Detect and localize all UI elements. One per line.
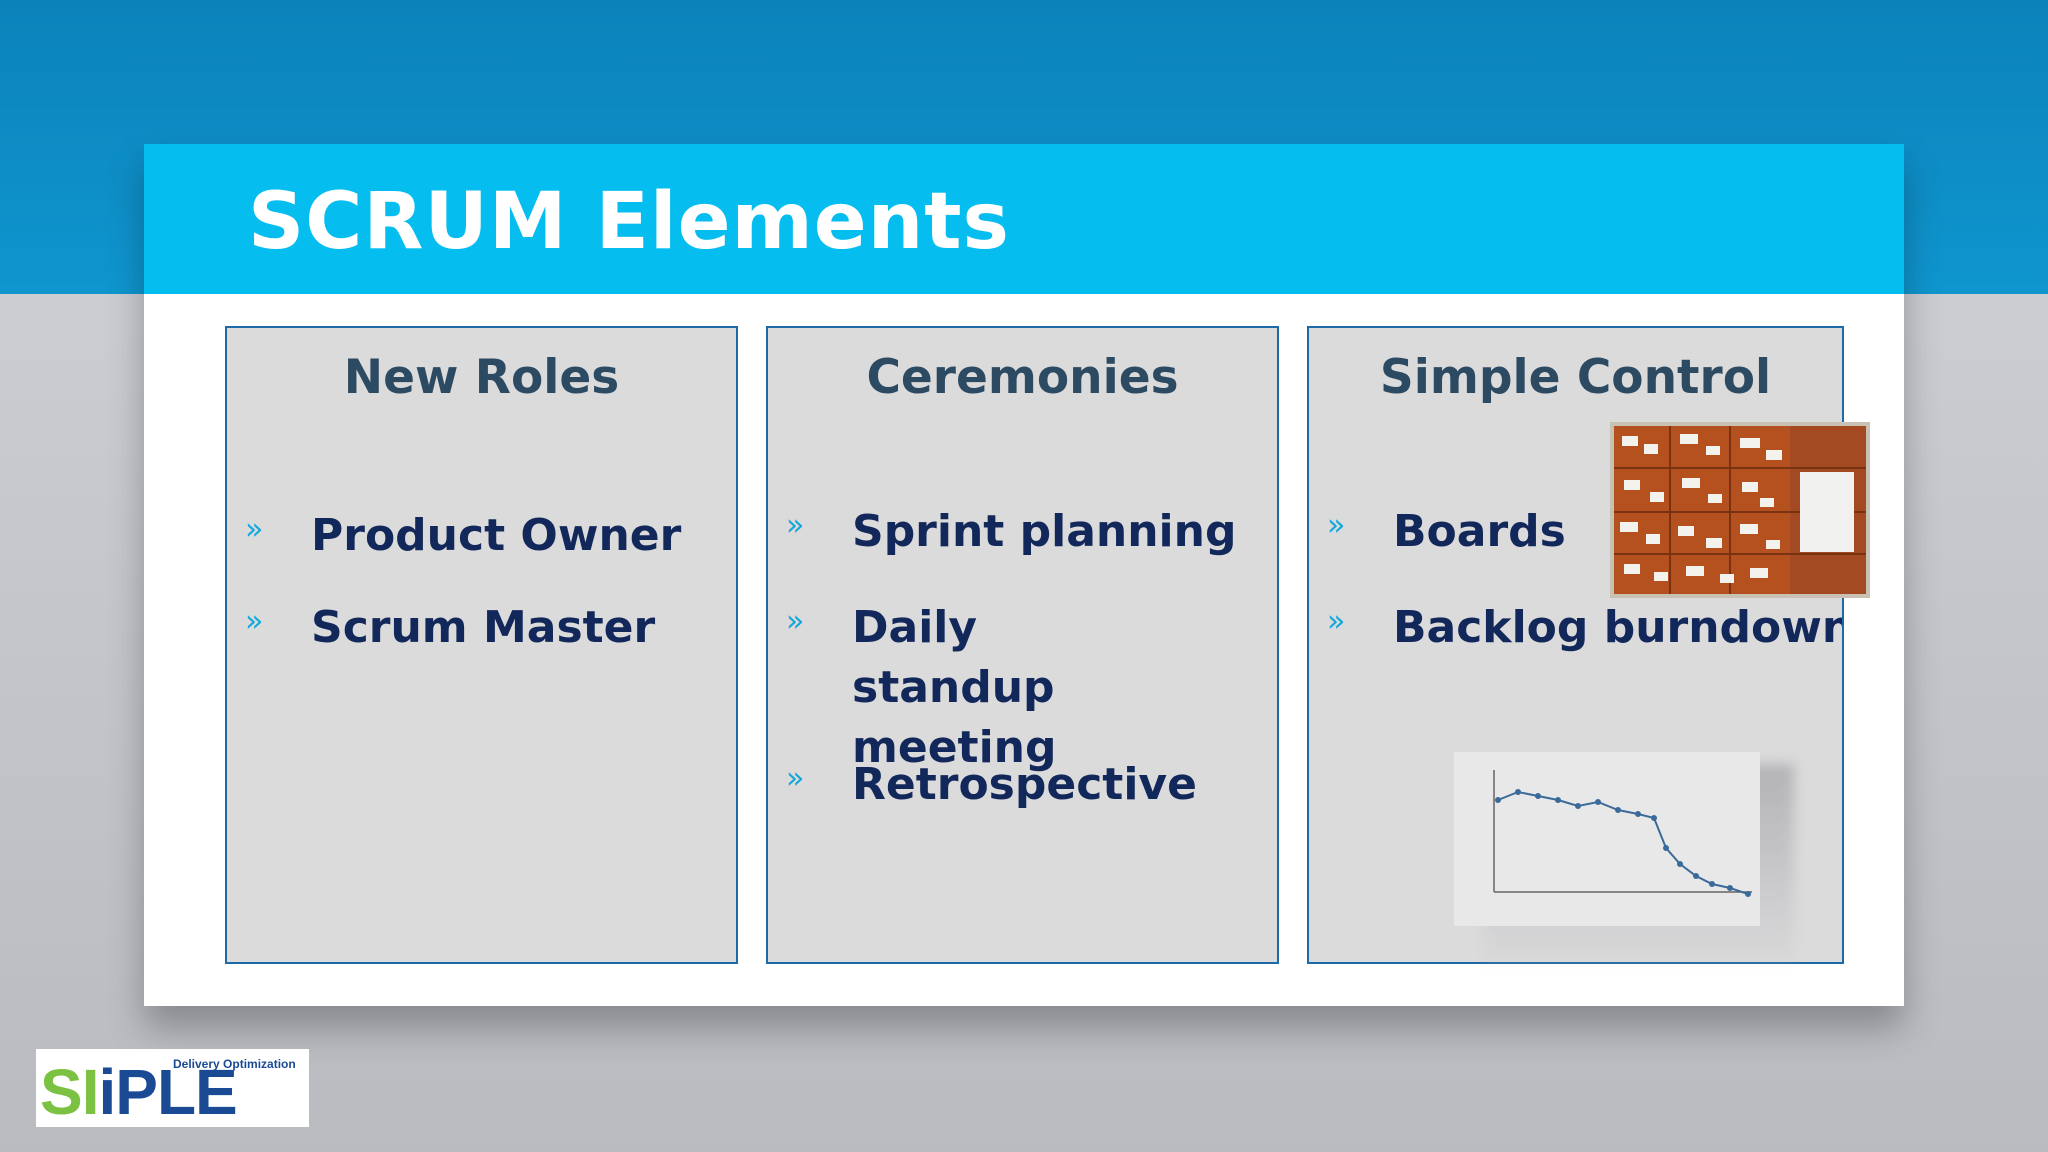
bullet-text: Sprint planning	[852, 506, 1237, 557]
bullet-text: Boards	[1393, 506, 1566, 557]
bullet-text: Retrospective	[852, 759, 1197, 810]
scrum-board-photo	[1610, 422, 1870, 598]
chevron-bullet-icon: »	[1327, 604, 1346, 639]
bullet-text: Product Owner	[311, 510, 682, 561]
chevron-bullet-icon: »	[786, 604, 805, 639]
logo-wordmark: SIiPLE	[40, 1056, 238, 1128]
burndown-chart-thumbnail	[1454, 752, 1760, 926]
column-heading: Simple Control	[1379, 350, 1772, 405]
logo-text-green: SI	[40, 1056, 99, 1128]
logo-tagline: Delivery Optimization	[173, 1057, 296, 1071]
bullet-text: Daily standup meeting	[852, 602, 1057, 773]
chevron-bullet-icon: »	[786, 761, 805, 796]
simple-logo: SIiPLE Delivery Optimization	[36, 1049, 309, 1127]
slide-card: SCRUM Elements New Roles » Product Owner…	[144, 144, 1904, 1006]
column-heading: Ceremonies	[866, 350, 1179, 405]
bullet-text: Scrum Master	[311, 602, 656, 653]
column-heading: New Roles	[343, 350, 620, 405]
chevron-bullet-icon: »	[786, 508, 805, 543]
chevron-bullet-icon: »	[1327, 508, 1346, 543]
title-bar: SCRUM Elements	[144, 144, 1904, 294]
chevron-bullet-icon: »	[245, 604, 264, 639]
column-ceremonies: Ceremonies » Sprint planning » Daily sta…	[766, 326, 1279, 964]
logo-text-blue: iPLE	[98, 1056, 237, 1128]
column-new-roles: New Roles » Product Owner » Scrum Master	[225, 326, 738, 964]
chevron-bullet-icon: »	[245, 512, 264, 547]
slide-title: SCRUM Elements	[248, 177, 1010, 267]
bullet-text: Backlog burndown	[1393, 602, 1844, 653]
